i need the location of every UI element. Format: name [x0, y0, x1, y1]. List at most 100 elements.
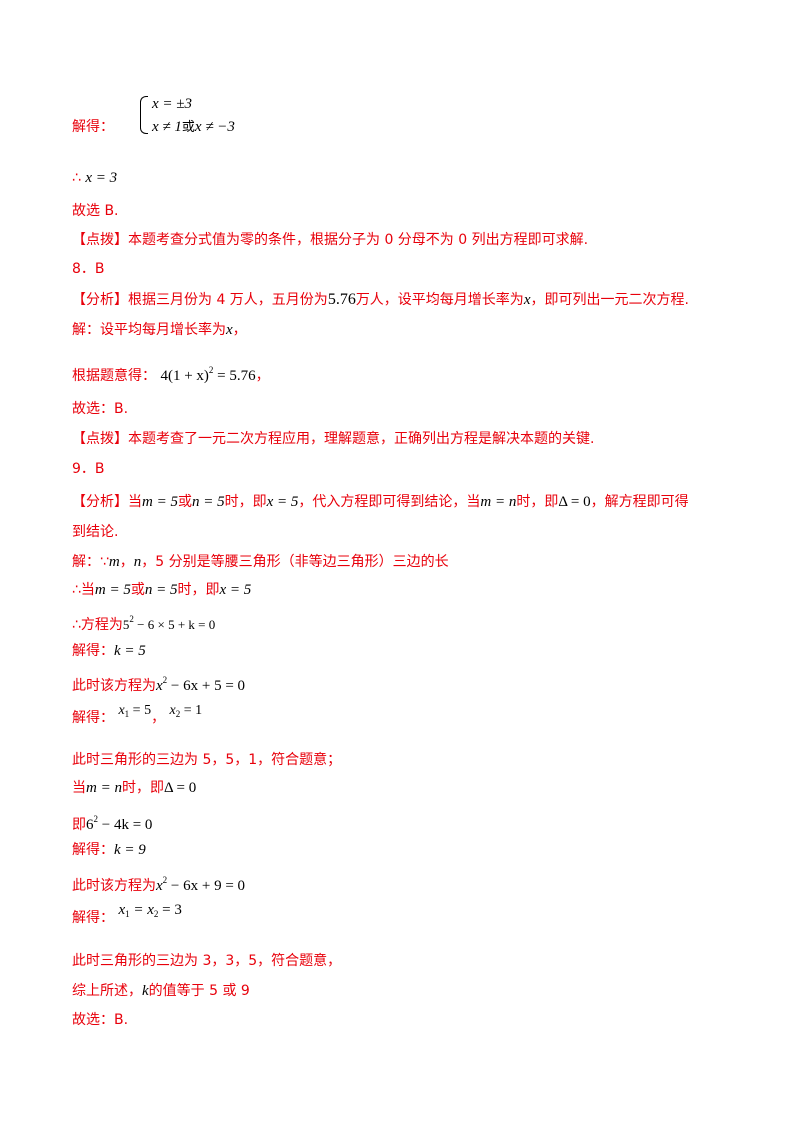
math-x-eq-3: x = 3 [85, 170, 118, 186]
math-x-2: x [226, 322, 233, 338]
summary-text-a: 综上所述， [72, 983, 142, 999]
case-1-quadratic-line: 此时该方程为x2 − 6x + 5 = 0 [72, 670, 245, 696]
analysis-line-9: 【分析】当m = 5或n = 5时，即x = 5，代入方程即可得到结论，当m =… [72, 492, 689, 512]
case-1-quadratic-rest: − 6x + 5 = 0 [167, 678, 246, 694]
case-1-root-2: x2 = 1 [169, 703, 203, 719]
discriminant-base: 6 [86, 817, 94, 833]
case-1-equation-label: ∴方程为 [72, 617, 123, 633]
equation-line-8: 根据题意得： 4(1 + x)2 = 5.76， [72, 360, 270, 386]
case-1-text: 时，即 [177, 582, 220, 598]
root-2-x: x [169, 703, 176, 718]
math-delta-eq-0: Δ = 0 [558, 494, 591, 510]
case-2-quadratic-line: 此时该方程为x2 − 6x + 9 = 0 [72, 870, 245, 896]
case-2-discriminant-label: 即 [72, 817, 86, 833]
case-2-discriminant: 62 − 4k = 0 [86, 814, 153, 833]
case-2-roots: x1 = x2 = 3 [118, 902, 182, 919]
system-row-2-part-c: x ≠ −3 [194, 119, 235, 135]
math-x-eq-5: x = 5 [266, 494, 299, 510]
question-8-number: 8．B [72, 261, 105, 277]
math-k: k [142, 983, 149, 999]
solution-8-start: 解：设平均每月增长率为x， [72, 320, 247, 340]
math-n: n [133, 554, 142, 570]
case-1-quadratic-label: 此时该方程为 [72, 678, 156, 694]
therefore-symbol: ∴ [72, 170, 81, 186]
case-2-k-line: 解得：k = 9 [72, 840, 146, 860]
case-2-quadratic-exponent: 2 [162, 875, 168, 885]
case-2-roots-label: 解得： [72, 910, 114, 926]
case-2-roots-line: 解得： x1 = x2 = 3 [72, 902, 182, 932]
case-1-equation-exponent: 2 [129, 614, 134, 624]
hint-line-8: 【点拨】本题考查了一元二次方程应用，理解题意，正确列出方程是解决本题的关键. [72, 431, 595, 447]
system-row-1: x = ±3 [152, 96, 193, 112]
case-1-x-eq-5: x = 5 [219, 582, 252, 598]
equation-8-label: 根据题意得： [72, 368, 156, 384]
case-2-k-label: 解得： [72, 842, 114, 858]
solution-8-comma: ， [232, 322, 247, 338]
math-5-76: 5.76 [327, 291, 356, 308]
case-2-quadratic-label: 此时该方程为 [72, 878, 156, 894]
case-2-root-index-2: 2 [153, 909, 159, 919]
equation-8-exponent: 2 [208, 365, 214, 375]
equation-8-comma: ， [255, 368, 270, 384]
line-therefore-1: ∴ x = 3 [72, 168, 117, 188]
case-2-quadratic: x2 − 6x + 9 = 0 [156, 875, 246, 894]
case-2-m-eq-n: m = n [86, 780, 122, 796]
case-1-root-1: x1 = 5 [118, 703, 152, 719]
case-2-conclusion: 此时三角形的三边为 3，3，5，符合题意， [72, 953, 342, 969]
case-2-root-x2: = x [129, 902, 154, 918]
analysis-9-text-c: 时，即 [224, 494, 267, 510]
case-1-line: ∴当m = 5或n = 5时，即x = 5 [72, 580, 251, 600]
hint-line-1: 【点拨】本题考查分式值为零的条件，根据分子为 0 分母不为 0 列出方程即可求解… [72, 232, 589, 248]
case-1-or: 或 [130, 582, 145, 598]
case-1-equation: 52 − 6 × 5 + k = 0 [122, 614, 216, 632]
case-2-root-index-1: 1 [125, 909, 130, 919]
case-1-k-label: 解得： [72, 643, 114, 659]
case-1-equation-rest: − 6 × 5 + k = 0 [133, 617, 216, 632]
case-1-quadratic: x2 − 6x + 5 = 0 [156, 675, 246, 694]
case-2-quadratic-rest: − 6x + 9 = 0 [167, 878, 246, 894]
case-2-root-value: = 3 [158, 902, 182, 918]
equation-8-math: 4(1 + x)2 = 5.76 [160, 365, 256, 384]
analysis-9-or: 或 [177, 494, 192, 510]
math-m-eq-n: m = n [480, 494, 517, 510]
answer-line-1: 故选 B. [72, 203, 119, 219]
case-1-equation-line: ∴方程为52 − 6 × 5 + k = 0 [72, 609, 215, 635]
math-m: m [108, 554, 120, 570]
system-row-2-or: 或 [181, 120, 195, 135]
solve-label-1: 解得： [72, 119, 114, 135]
analysis-9-text-f: ，解方程即可得 [590, 494, 689, 510]
case-1-quadratic-x: x [156, 678, 163, 694]
root-1-x: x [118, 703, 125, 718]
solution-8-text-a: 解：设平均每月增长率为 [72, 322, 226, 338]
case-1-roots-line: 解得： x1 = 5， x2 = 1 [72, 703, 202, 732]
analysis-line-8: 【分析】根据三月份为 4 万人，五月份为5.76万人，设平均每月增长率为x，即可… [72, 290, 689, 310]
math-m-eq-5: m = 5 [142, 494, 178, 510]
case-2-quadratic-x: x [156, 878, 163, 894]
equation-system: x = ±3 x ≠ 1或x ≠ −3 [140, 94, 260, 138]
case-1-k-line: 解得：k = 5 [72, 641, 146, 661]
system-row-2: x ≠ 1或x ≠ −3 [152, 116, 235, 136]
solution-9-start: 解：∵m，n，5 分别是等腰三角形（非等边三角形）三边的长 [72, 552, 449, 572]
case-2-line: 当m = n时，即Δ = 0 [72, 778, 196, 798]
case-1-n-eq-5: n = 5 [144, 582, 178, 598]
math-n-eq-5: n = 5 [191, 494, 225, 510]
case-1-conclusion: 此时三角形的三边为 5，5，1，符合题意； [72, 752, 342, 768]
math-x: x [523, 292, 531, 308]
root-2-index: 2 [175, 709, 181, 719]
answer-line-8: 故选：B. [72, 401, 129, 417]
brace-symbol [140, 96, 148, 134]
equation-8-lhs: 4(1 + x) [160, 368, 209, 384]
case-2-root-x1: x [118, 902, 126, 918]
math-k-eq-5: k = 5 [114, 643, 146, 659]
analysis-line-9-cont: 到结论. [72, 524, 119, 540]
discriminant-rest: − 4k = 0 [98, 817, 153, 833]
analysis-8-text-c: ，即可列出一元二次方程. [530, 292, 689, 308]
root-1-index: 1 [124, 709, 130, 719]
root-1-value: = 5 [129, 703, 152, 718]
discriminant-exponent: 2 [93, 814, 99, 824]
case-1-roots-label: 解得： [72, 710, 114, 726]
case-1-equation-base: 5 [122, 617, 130, 632]
case-2-delta-eq-0: Δ = 0 [163, 780, 197, 796]
root-2-value: = 1 [180, 703, 203, 718]
equation-8-rhs: = 5.76 [213, 368, 256, 384]
